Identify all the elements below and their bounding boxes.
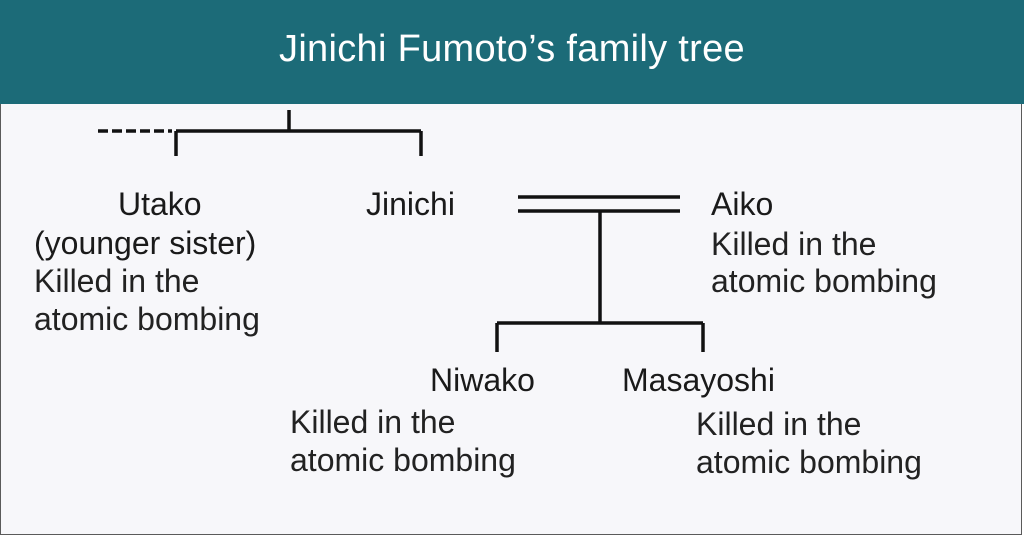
page-title: Jinichi Fumoto’s family tree: [279, 27, 745, 70]
niwako-name: Niwako: [430, 362, 535, 398]
masayoshi-note-line-2: atomic bombing: [696, 444, 922, 480]
niwako-note-line-2: atomic bombing: [290, 442, 516, 478]
masayoshi-name: Masayoshi: [622, 362, 775, 398]
masayoshi-note-line-1: Killed in the: [696, 406, 862, 442]
utako-name: Utako: [118, 186, 202, 222]
title-banner: Jinichi Fumoto’s family tree: [0, 0, 1024, 104]
jinichi-name: Jinichi: [366, 186, 455, 222]
aiko-note-line-1: Killed in the: [711, 226, 877, 262]
utako-note-line-2: atomic bombing: [34, 301, 260, 337]
utako-relation: (younger sister): [34, 225, 257, 261]
niwako-note-line-1: Killed in the: [290, 404, 456, 440]
tree-panel: [0, 104, 1022, 535]
utako-note-line-1: Killed in the: [34, 263, 200, 299]
aiko-note-line-2: atomic bombing: [711, 263, 937, 299]
aiko-name: Aiko: [711, 186, 774, 222]
